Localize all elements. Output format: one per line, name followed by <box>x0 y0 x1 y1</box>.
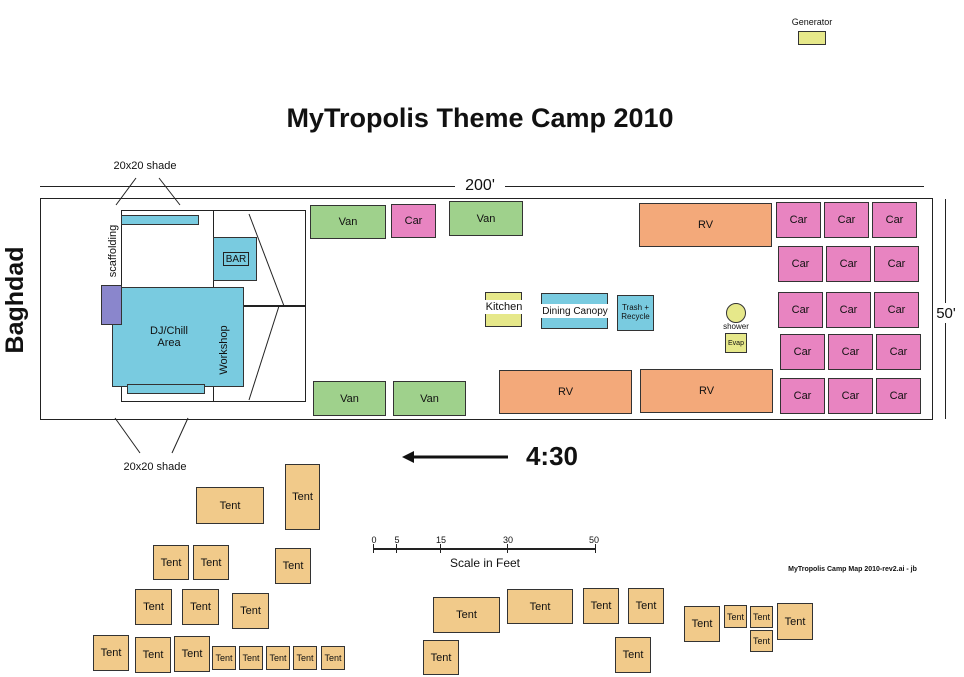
tent: Tent <box>135 589 172 625</box>
tent: Tent <box>615 637 651 673</box>
car: Car <box>826 292 871 328</box>
van: Van <box>449 201 523 236</box>
scale-bar <box>595 544 596 553</box>
car: Car <box>828 378 873 414</box>
bar-area <box>213 237 257 281</box>
tent: Tent <box>285 464 320 530</box>
shade-bottom-strip <box>127 384 205 394</box>
dining-canopy-label: Dining Canopy <box>538 304 612 318</box>
car: Car <box>826 246 871 282</box>
tent: Tent <box>153 545 189 580</box>
shade-top-strip <box>121 215 199 225</box>
shower-label: shower <box>723 321 749 331</box>
car: Car <box>391 204 436 238</box>
tent: Tent <box>507 589 573 624</box>
evap: Evap <box>725 333 747 353</box>
page-title: MyTropolis Theme Camp 2010 <box>286 102 674 133</box>
van: Van <box>393 381 466 416</box>
tent: Tent <box>321 646 345 670</box>
car: Car <box>874 246 919 282</box>
tent: Tent <box>182 589 219 625</box>
tent: Tent <box>196 487 264 524</box>
scale-bar <box>373 544 374 553</box>
rv: RV <box>499 370 632 414</box>
trash-recycle: Trash + Recycle <box>617 295 654 331</box>
tent: Tent <box>212 646 236 670</box>
scale-bar <box>440 544 441 553</box>
car: Car <box>872 202 917 238</box>
tent: Tent <box>293 646 317 670</box>
scale-bar <box>396 544 397 553</box>
tent: Tent <box>750 606 773 628</box>
shower <box>726 303 746 323</box>
shade-label-top: 20x20 shade <box>113 160 177 172</box>
tent: Tent <box>275 548 311 584</box>
tent: Tent <box>777 603 813 640</box>
tent: Tent <box>583 588 619 624</box>
tent: Tent <box>232 593 269 629</box>
scale-tick-label: 15 <box>435 535 446 545</box>
camp-boundary <box>40 198 933 420</box>
scale-bar <box>373 548 596 550</box>
car: Car <box>778 292 823 328</box>
tent: Tent <box>93 635 129 671</box>
credit-text: MyTropolis Camp Map 2010-rev2.ai - jb <box>788 565 917 573</box>
tent: Tent <box>433 597 500 633</box>
car: Car <box>874 292 919 328</box>
rv: RV <box>640 369 773 413</box>
height-dimension-label: 50' <box>928 303 964 323</box>
tent: Tent <box>423 640 459 675</box>
width-dimension-label: 200' <box>455 176 505 196</box>
shade-label-bottom: 20x20 shade <box>123 461 187 473</box>
kitchen-label: Kitchen <box>478 300 530 314</box>
scale-caption: Scale in Feet <box>449 556 521 570</box>
car: Car <box>778 246 823 282</box>
scale-tick-label: 0 <box>371 535 377 545</box>
dj-chill-label: DJ/Chill Area <box>150 325 188 349</box>
car: Car <box>876 378 921 414</box>
scaffolding <box>101 285 122 325</box>
tent: Tent <box>174 636 210 672</box>
car: Car <box>828 334 873 370</box>
car: Car <box>824 202 869 238</box>
scale-tick-label: 50 <box>588 535 599 545</box>
rv: RV <box>639 203 772 247</box>
tent: Tent <box>724 605 747 628</box>
tent: Tent <box>135 637 171 673</box>
generator-label: Generator <box>791 17 833 27</box>
van: Van <box>310 205 386 239</box>
bar-label: BAR <box>223 252 249 266</box>
tent: Tent <box>266 646 290 670</box>
scale-tick-label: 30 <box>502 535 513 545</box>
direction-label: 4:30 <box>525 440 579 471</box>
van: Van <box>313 381 386 416</box>
tent: Tent <box>239 646 263 670</box>
car: Car <box>876 334 921 370</box>
scale-tick-label: 5 <box>394 535 400 545</box>
tent: Tent <box>193 545 229 580</box>
generator <box>798 31 826 45</box>
car: Car <box>780 378 825 414</box>
car: Car <box>776 202 821 238</box>
tent: Tent <box>750 630 773 652</box>
tent: Tent <box>684 606 720 642</box>
dj-chill-area <box>112 287 244 387</box>
tent: Tent <box>628 588 664 624</box>
scale-bar <box>507 544 508 553</box>
car: Car <box>780 334 825 370</box>
